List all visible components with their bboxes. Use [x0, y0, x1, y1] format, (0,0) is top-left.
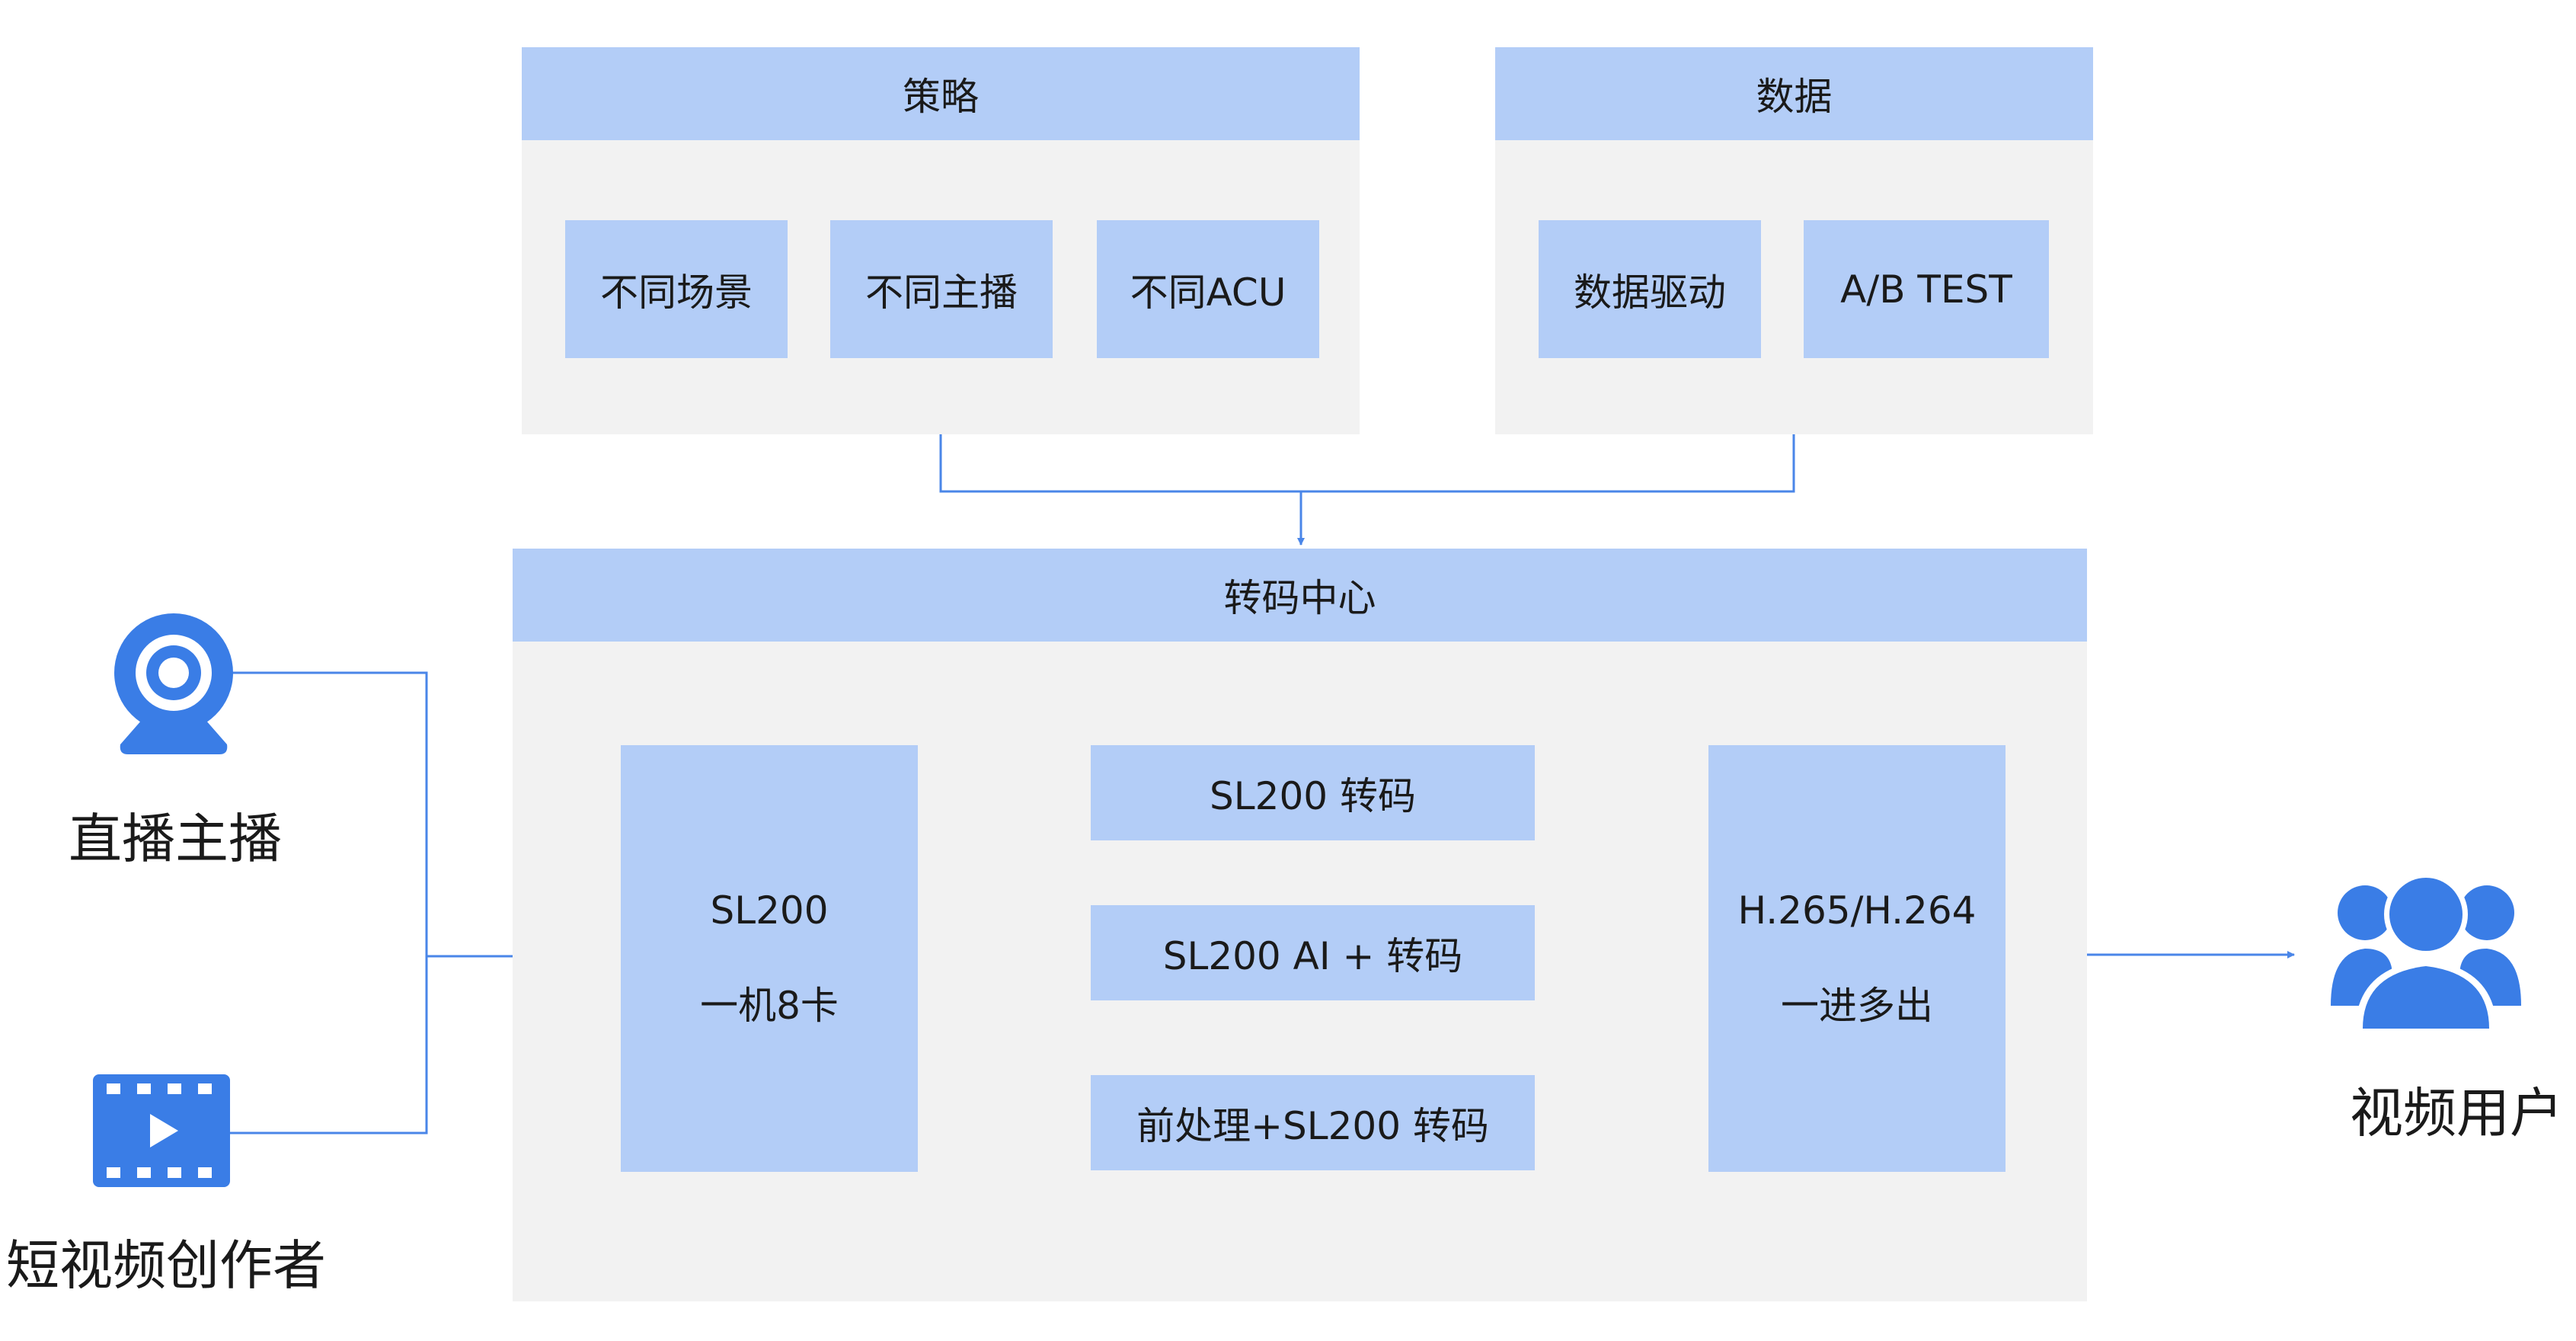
top-merge-line [939, 434, 1795, 493]
transcode-center-title: 转码中心 [513, 549, 2087, 642]
sl200-box-line1: SL200 [710, 888, 829, 933]
strategy-title: 策略 [522, 47, 1360, 140]
short-video-creator-label: 短视频创作者 [6, 1234, 326, 1297]
transcode-box-ai: SL200 AI + 转码 [1091, 905, 1535, 1000]
transcode-box-sl200: SL200 转码 [1091, 745, 1535, 840]
sl200-box: SL200 一机8卡 [621, 745, 918, 1172]
data-item-abtest: A/B TEST [1804, 220, 2049, 358]
film-play-icon [93, 1074, 230, 1187]
codec-output-line2: 一进多出 [1781, 984, 1933, 1028]
transcode-box-preprocess: 前处理+SL200 转码 [1091, 1075, 1535, 1170]
data-title: 数据 [1495, 47, 2093, 140]
live-streamer-label: 直播主播 [69, 808, 282, 870]
codec-output-line1: H.265/H.264 [1737, 888, 1977, 933]
strategy-item-streamer: 不同主播 [830, 220, 1053, 358]
strategy-item-scene: 不同场景 [565, 220, 788, 358]
strategy-item-acu: 不同ACU [1097, 220, 1319, 358]
input-merge-line [229, 671, 428, 1135]
video-users-label: 视频用户 [2350, 1082, 2563, 1144]
users-icon [2331, 869, 2521, 1036]
data-item-driven: 数据驱动 [1539, 220, 1761, 358]
sl200-box-line2: 一机8卡 [700, 984, 839, 1028]
webcam-icon [113, 613, 235, 754]
codec-output-box: H.265/H.264 一进多出 [1708, 745, 2006, 1172]
